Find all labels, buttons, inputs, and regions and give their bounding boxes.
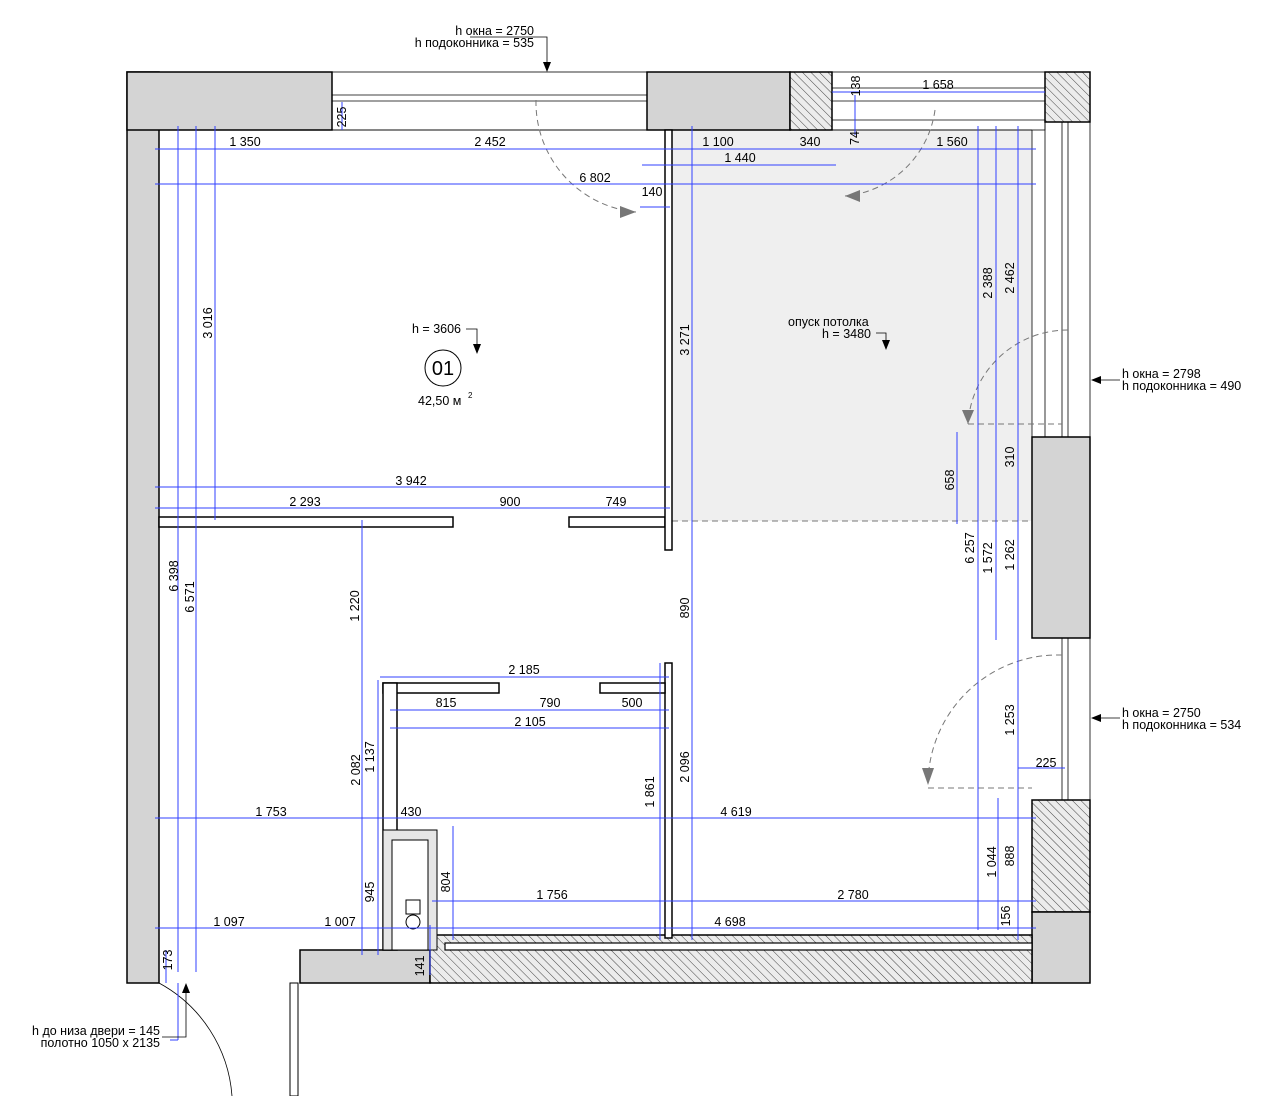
window-annotation-top: h окна = 2750 h подоконника = 535 xyxy=(415,24,551,72)
svg-text:h окна = 2750: h окна = 2750 xyxy=(455,24,534,38)
ceiling-drop-label: опуск потолка h = 3480 xyxy=(788,315,890,350)
dim-label: 1 560 xyxy=(936,135,967,149)
dim-label: 1 100 xyxy=(702,135,733,149)
door-annotation: h до низа двери = 145 полотно 1050 х 213… xyxy=(32,983,190,1050)
dim-label: 500 xyxy=(622,696,643,710)
dim-label: 1 007 xyxy=(324,915,355,929)
dimension-lines xyxy=(155,91,1065,1041)
dim-label: 141 xyxy=(413,956,427,977)
svg-text:h окна = 2750: h окна = 2750 xyxy=(1122,706,1201,720)
dim-label: 430 xyxy=(401,805,422,819)
dim-label: 1 097 xyxy=(213,915,244,929)
dim-label: 310 xyxy=(1003,447,1017,468)
dim-label: 890 xyxy=(678,598,692,619)
dim-label: 6 802 xyxy=(579,171,610,185)
exterior-walls xyxy=(126,71,1091,984)
dim-label: 1 440 xyxy=(724,151,755,165)
dim-label: 3 942 xyxy=(395,474,426,488)
dim-label: 888 xyxy=(1003,846,1017,867)
dim-label: 749 xyxy=(606,495,627,509)
svg-text:опуск потолка: опуск потолка xyxy=(788,315,869,329)
svg-text:h подоконника = 490: h подоконника = 490 xyxy=(1122,379,1241,393)
svg-text:42,50 м: 42,50 м xyxy=(418,394,461,408)
dim-label: 2 780 xyxy=(837,888,868,902)
dim-label: 1 861 xyxy=(643,776,657,807)
dim-label: 6 571 xyxy=(183,581,197,612)
interior-walls xyxy=(158,129,673,951)
door-swings xyxy=(158,99,1069,1096)
dim-label: 1 262 xyxy=(1003,539,1017,570)
dim-label: 138 xyxy=(849,76,863,97)
dim-label: 815 xyxy=(436,696,457,710)
dim-label: 1 658 xyxy=(922,78,953,92)
dim-label: 900 xyxy=(500,495,521,509)
dim-label: 6 398 xyxy=(167,560,181,591)
dim-label: 2 388 xyxy=(981,267,995,298)
dim-label: 2 105 xyxy=(514,715,545,729)
svg-text:h = 3606: h = 3606 xyxy=(412,322,461,336)
toilet-icon xyxy=(405,899,421,915)
dim-label: 2 185 xyxy=(508,663,539,677)
dim-label: 658 xyxy=(943,470,957,491)
svg-text:h подоконника = 535: h подоконника = 535 xyxy=(415,36,534,50)
dim-label: 3 271 xyxy=(678,324,692,355)
dim-label: 6 257 xyxy=(963,532,977,563)
window-annotation-right-1: h окна = 2798 h подоконника = 490 xyxy=(1091,367,1241,393)
dim-label: 2 452 xyxy=(474,135,505,149)
dim-label: 1 350 xyxy=(229,135,260,149)
dim-label: 1 253 xyxy=(1003,704,1017,735)
room-number-circle xyxy=(424,349,462,387)
dim-label: 4 698 xyxy=(714,915,745,929)
dim-label: 2 082 xyxy=(349,754,363,785)
dim-label: 790 xyxy=(540,696,561,710)
dimension-labels: 1 350 2 452 1 100 340 1 440 6 802 140 74… xyxy=(161,76,1056,977)
svg-text:h окна = 2798: h окна = 2798 xyxy=(1122,367,1201,381)
dim-label: 1 756 xyxy=(536,888,567,902)
svg-text:h подоконника = 534: h подоконника = 534 xyxy=(1122,718,1241,732)
dim-label: 945 xyxy=(363,882,377,903)
dim-label: 2 293 xyxy=(289,495,320,509)
svg-text:h = 3480: h = 3480 xyxy=(822,327,871,341)
svg-text:2: 2 xyxy=(468,391,473,400)
windows xyxy=(159,71,1091,801)
dim-label: 225 xyxy=(335,107,349,128)
dim-label: 1 572 xyxy=(981,542,995,573)
dim-label: 225 xyxy=(1036,756,1057,770)
dim-label: 3 016 xyxy=(201,307,215,338)
room-label: h = 3606 01 42,50 м 2 xyxy=(412,322,481,408)
dim-label: 140 xyxy=(642,185,663,199)
dim-label: 2 096 xyxy=(678,751,692,782)
dim-label: 74 xyxy=(848,131,862,145)
dim-label: 173 xyxy=(161,950,175,971)
window-annotation-right-2: h окна = 2750 h подоконника = 534 xyxy=(1091,706,1241,732)
dim-label: 2 462 xyxy=(1003,262,1017,293)
dim-label: 1 220 xyxy=(348,590,362,621)
svg-text:полотно 1050 х 2135: полотно 1050 х 2135 xyxy=(41,1036,160,1050)
dim-label: 1 137 xyxy=(363,741,377,772)
dim-label: 340 xyxy=(800,135,821,149)
svg-text:01: 01 xyxy=(432,358,454,380)
dim-label: 156 xyxy=(999,906,1013,927)
dim-label: 1 044 xyxy=(985,846,999,877)
dim-label: 1 753 xyxy=(255,805,286,819)
dim-label: 4 619 xyxy=(720,805,751,819)
dim-label: 804 xyxy=(439,872,453,893)
svg-text:h до низа двери = 145: h до низа двери = 145 xyxy=(32,1024,160,1038)
